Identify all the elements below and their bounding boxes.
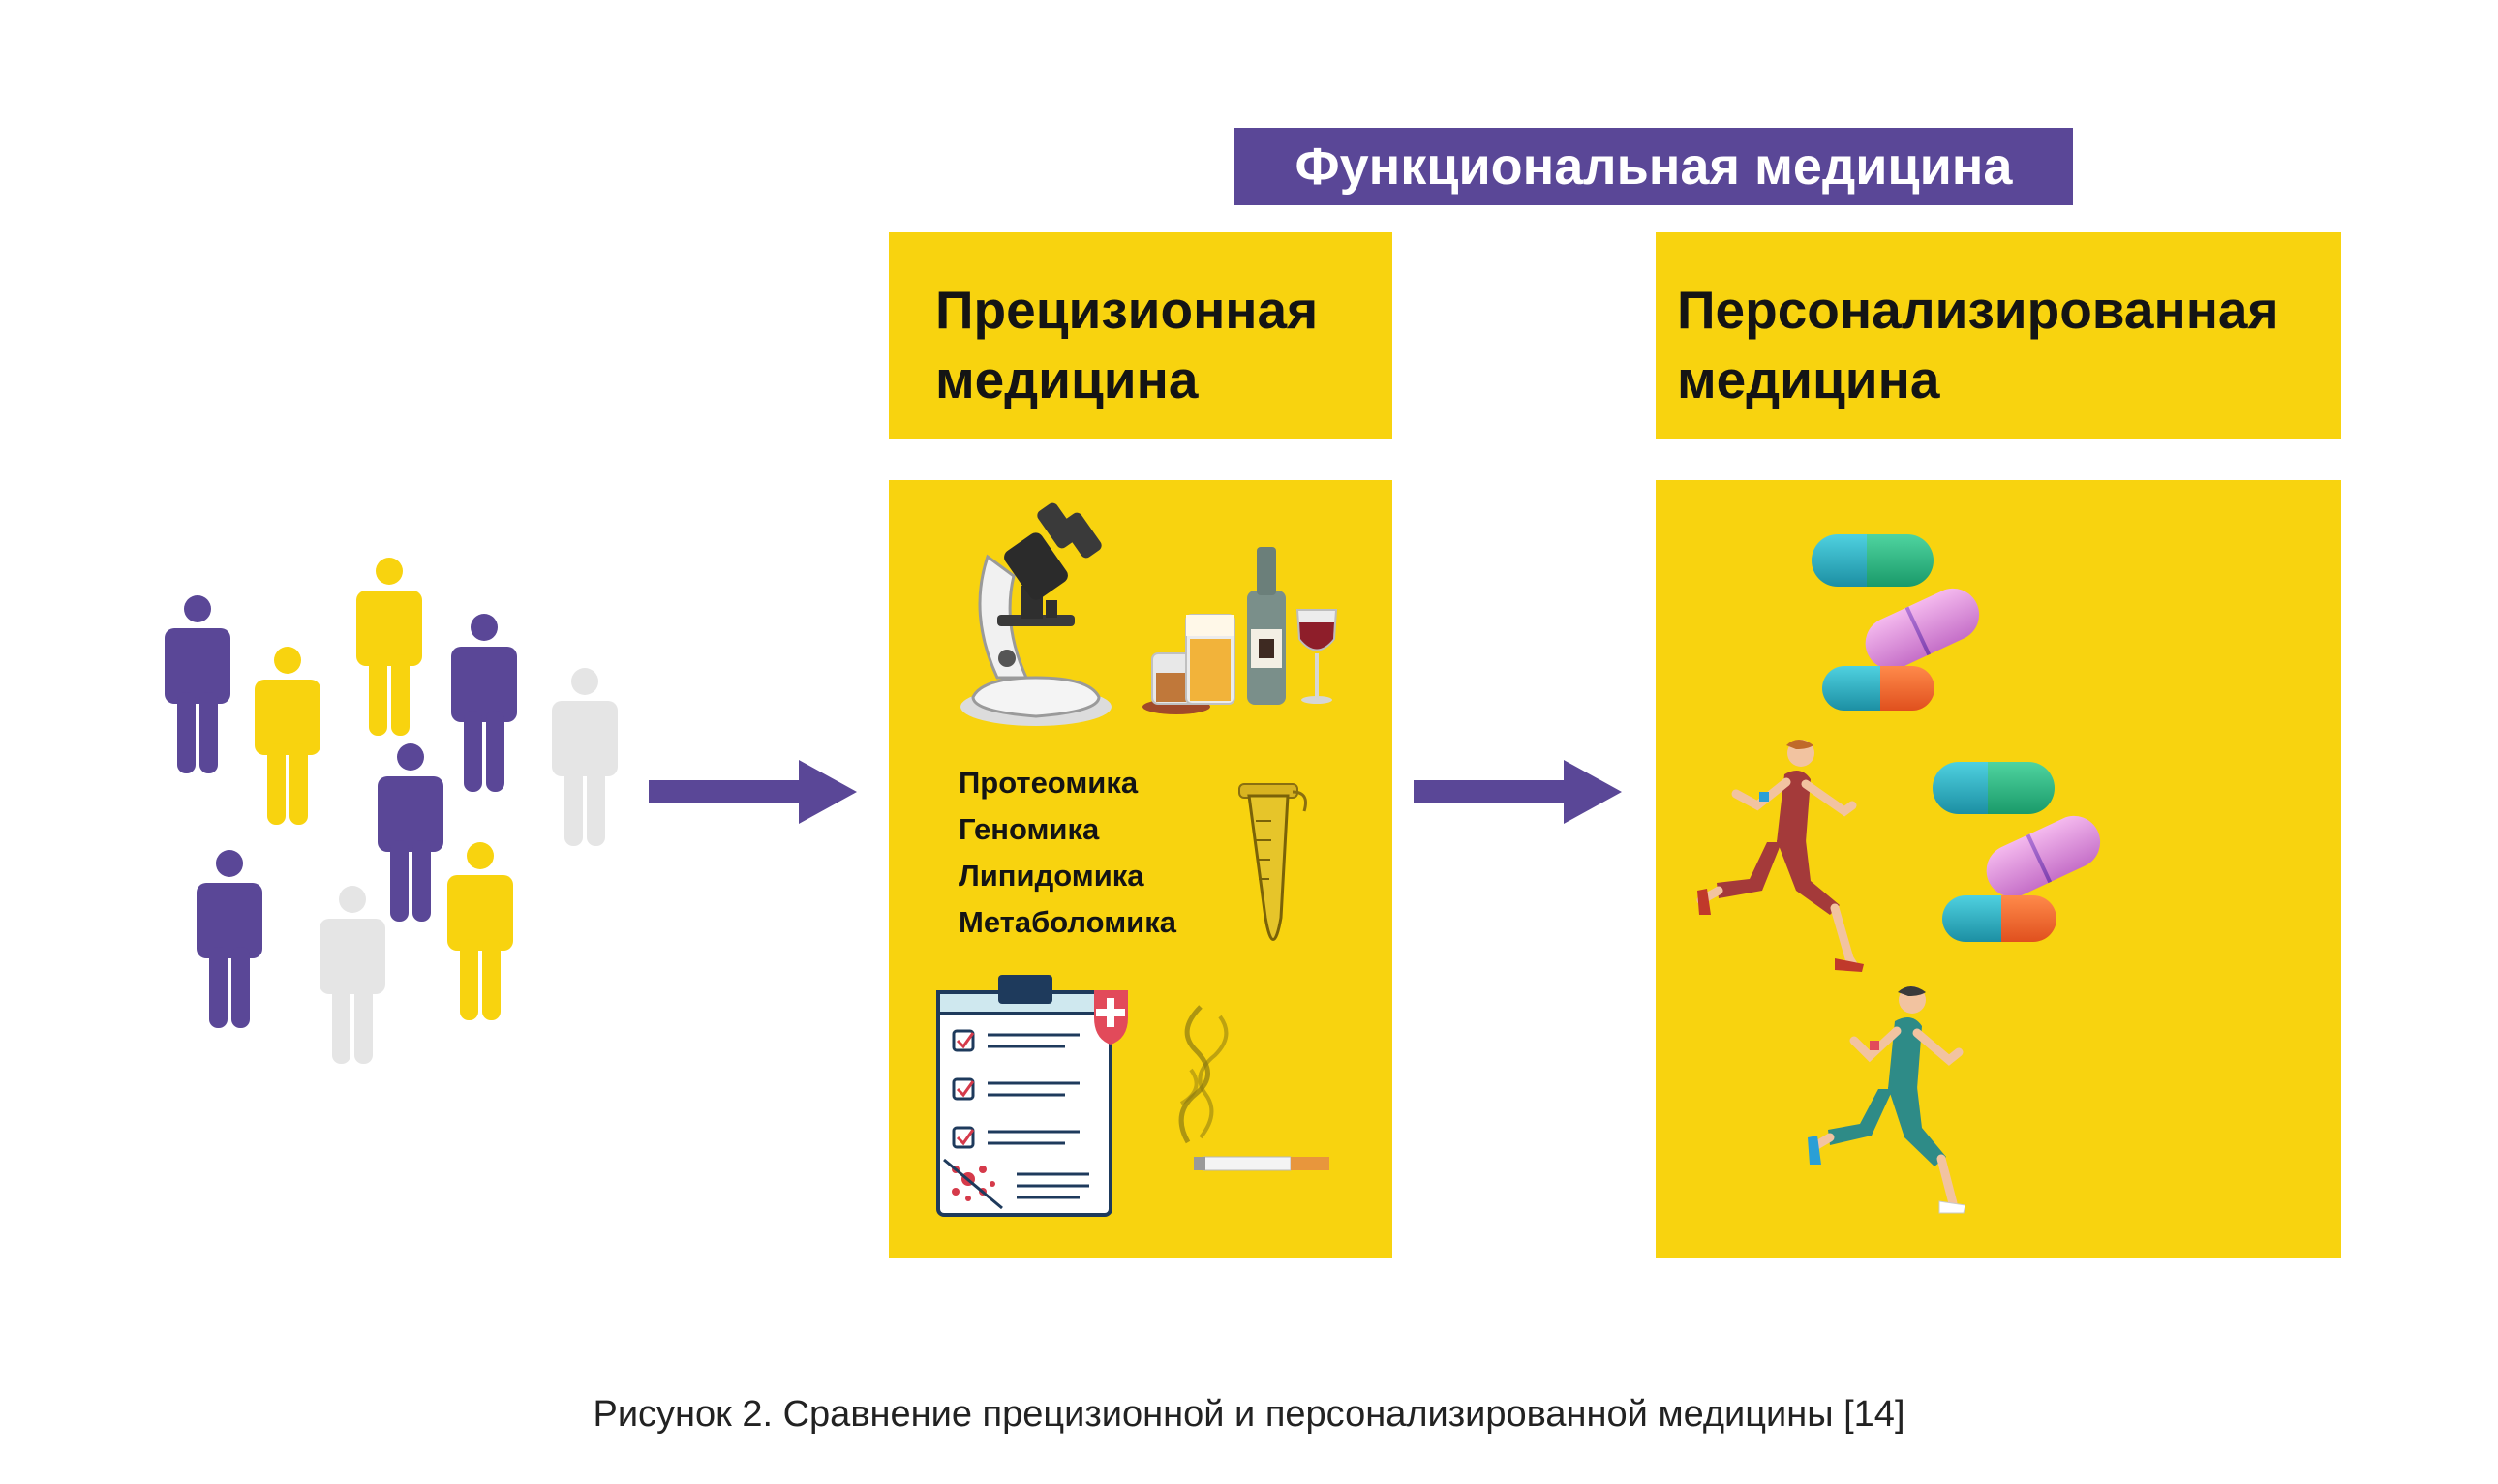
figure-caption: Рисунок 2. Сравнение прецизионной и перс… [593, 1394, 1905, 1435]
person-icon [165, 595, 230, 773]
person-icon [451, 614, 517, 792]
person-icon [552, 668, 618, 846]
precision-title-line2: медицина [935, 349, 1199, 409]
runner-icon [1808, 986, 1965, 1214]
personalized-title-line2: медицина [1677, 349, 1940, 409]
people-icon [165, 558, 618, 1064]
medical-clipboard-icon [936, 975, 1128, 1217]
omics-genomics: Геномика [959, 812, 1100, 846]
alcohol-bottles-icon [1142, 547, 1338, 714]
person-icon [320, 886, 385, 1064]
person-icon [378, 743, 443, 922]
omics-proteomics: Протеомика [959, 766, 1139, 800]
person-icon [447, 842, 513, 1020]
omics-metabolomics: Метаболомика [959, 905, 1176, 939]
microscope-icon [960, 502, 1112, 726]
capsule-icon [1933, 762, 2101, 942]
arrow-right-icon [1414, 760, 1622, 824]
arrow-right-icon [649, 760, 857, 824]
omics-list: Протеомика Геномика Липидомика Метаболом… [959, 760, 1176, 946]
banner-label: Функциональная медицина [1295, 137, 2013, 196]
runner-icon [1696, 740, 1864, 972]
test-tube-icon [1238, 783, 1307, 941]
precision-title-line1: Прецизионная [935, 280, 1319, 340]
personalized-medicine-header: Персонализированная медицина [1656, 232, 2341, 439]
precision-medicine-header: Прецизионная медицина [889, 232, 1392, 439]
omics-lipidomics: Липидомика [959, 859, 1144, 893]
personalized-title-line1: Персонализированная [1677, 280, 2279, 340]
person-icon [197, 850, 262, 1028]
person-icon [356, 558, 422, 736]
capsule-icon [1812, 534, 1980, 711]
person-icon [255, 647, 320, 825]
functional-medicine-banner: Функциональная медицина [1234, 128, 2073, 205]
cigarette-icon [1178, 1005, 1329, 1171]
